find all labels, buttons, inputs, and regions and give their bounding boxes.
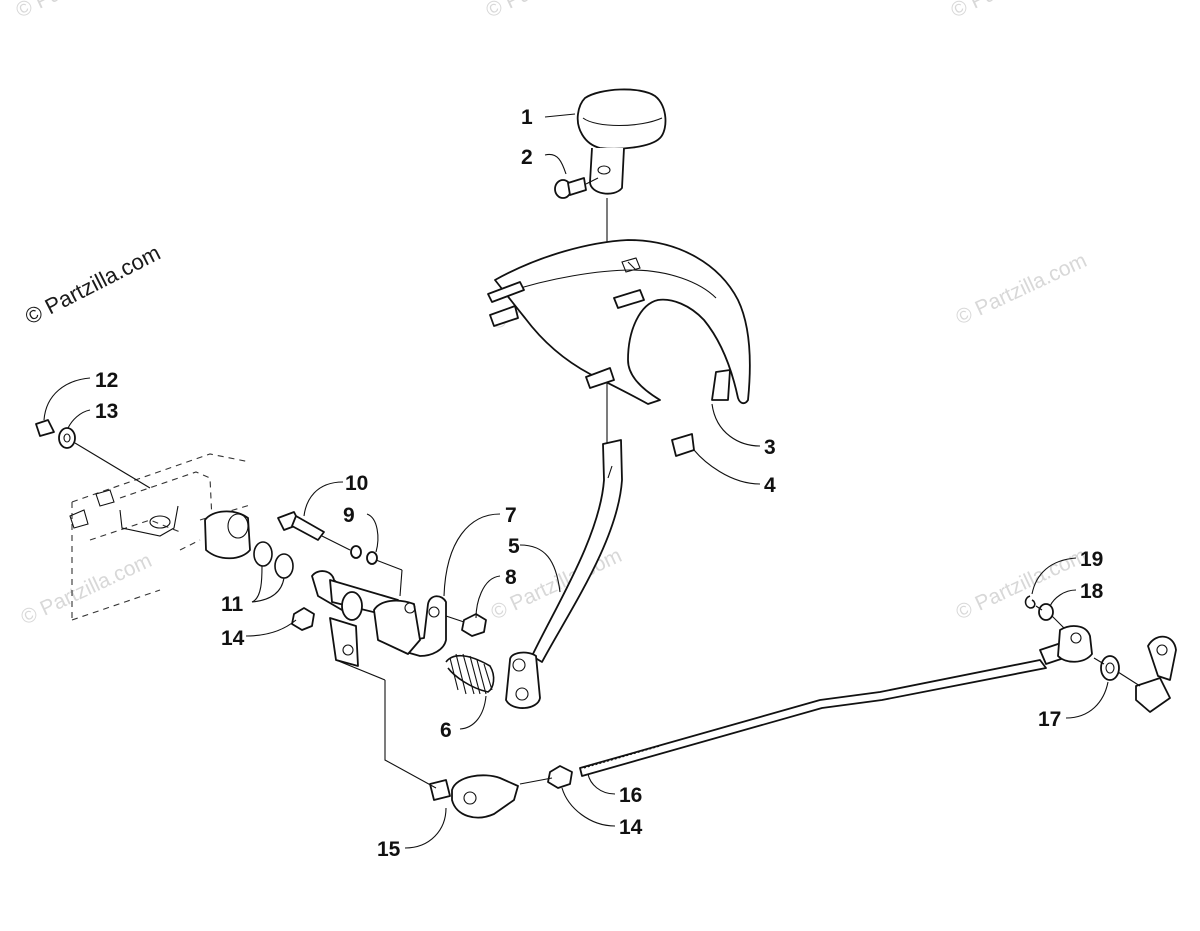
watermark-lower-left: © Partzilla.com — [17, 549, 155, 630]
plug-button — [554, 177, 599, 199]
pivot-shaft — [311, 570, 421, 667]
clip-19 — [1024, 595, 1036, 609]
washer-9b — [366, 551, 378, 565]
shift-arm — [1135, 635, 1177, 713]
watermark-lower-right: © Partzilla.com — [952, 544, 1090, 625]
callout-17: 17 — [1038, 708, 1061, 731]
washer-9a — [350, 545, 362, 559]
callout-4: 4 — [764, 474, 776, 497]
shift-lever — [505, 439, 623, 709]
pad-piece — [671, 433, 695, 457]
shift-rod — [579, 625, 1093, 777]
washer-17 — [1100, 655, 1120, 681]
callout-9: 9 — [343, 504, 355, 527]
callout-14-upper: 14 — [221, 627, 245, 650]
nut-8 — [461, 613, 487, 637]
washer-18 — [1038, 603, 1054, 621]
shift-knob — [576, 88, 667, 195]
callout-12: 12 — [95, 369, 118, 392]
callout-numbers: 1 2 3 4 5 6 7 8 9 10 11 12 13 14 14 15 1… — [95, 106, 1104, 861]
rod-end-15 — [429, 774, 519, 819]
callout-2: 2 — [521, 146, 533, 169]
watermark-top-center: © Partzilla.com — [482, 0, 620, 23]
callout-18: 18 — [1080, 580, 1104, 603]
callout-16: 16 — [619, 784, 642, 807]
callout-8: 8 — [505, 566, 517, 589]
nut-14-upper — [291, 607, 315, 631]
callout-15: 15 — [377, 838, 401, 861]
callout-5: 5 — [508, 535, 520, 558]
callout-10: 10 — [345, 472, 368, 495]
bolt-10 — [277, 511, 325, 541]
washer-13 — [58, 427, 76, 449]
callout-1: 1 — [521, 106, 533, 129]
frame-outline — [69, 453, 251, 621]
callout-11: 11 — [221, 593, 244, 616]
watermark-top-left: © Partzilla.com — [12, 0, 150, 23]
callout-14-lower: 14 — [619, 816, 643, 839]
spring — [445, 653, 495, 695]
oring-11b — [274, 553, 294, 579]
callout-7: 7 — [505, 504, 517, 527]
leader-lines — [43, 113, 1109, 849]
bolt-12 — [35, 419, 55, 437]
watermark-top-right: © Partzilla.com — [947, 0, 1085, 23]
watermark-mid-right: © Partzilla.com — [952, 249, 1090, 330]
callout-3: 3 — [764, 436, 776, 459]
nut-14-lower — [547, 765, 573, 789]
callout-6: 6 — [440, 719, 452, 742]
oring-11a — [253, 541, 273, 567]
assembly-lines — [321, 535, 1141, 789]
callout-19: 19 — [1080, 548, 1103, 571]
callout-13: 13 — [95, 400, 118, 423]
watermark-main: © Partzilla.com — [21, 240, 164, 330]
shift-gate-plate — [487, 239, 751, 405]
